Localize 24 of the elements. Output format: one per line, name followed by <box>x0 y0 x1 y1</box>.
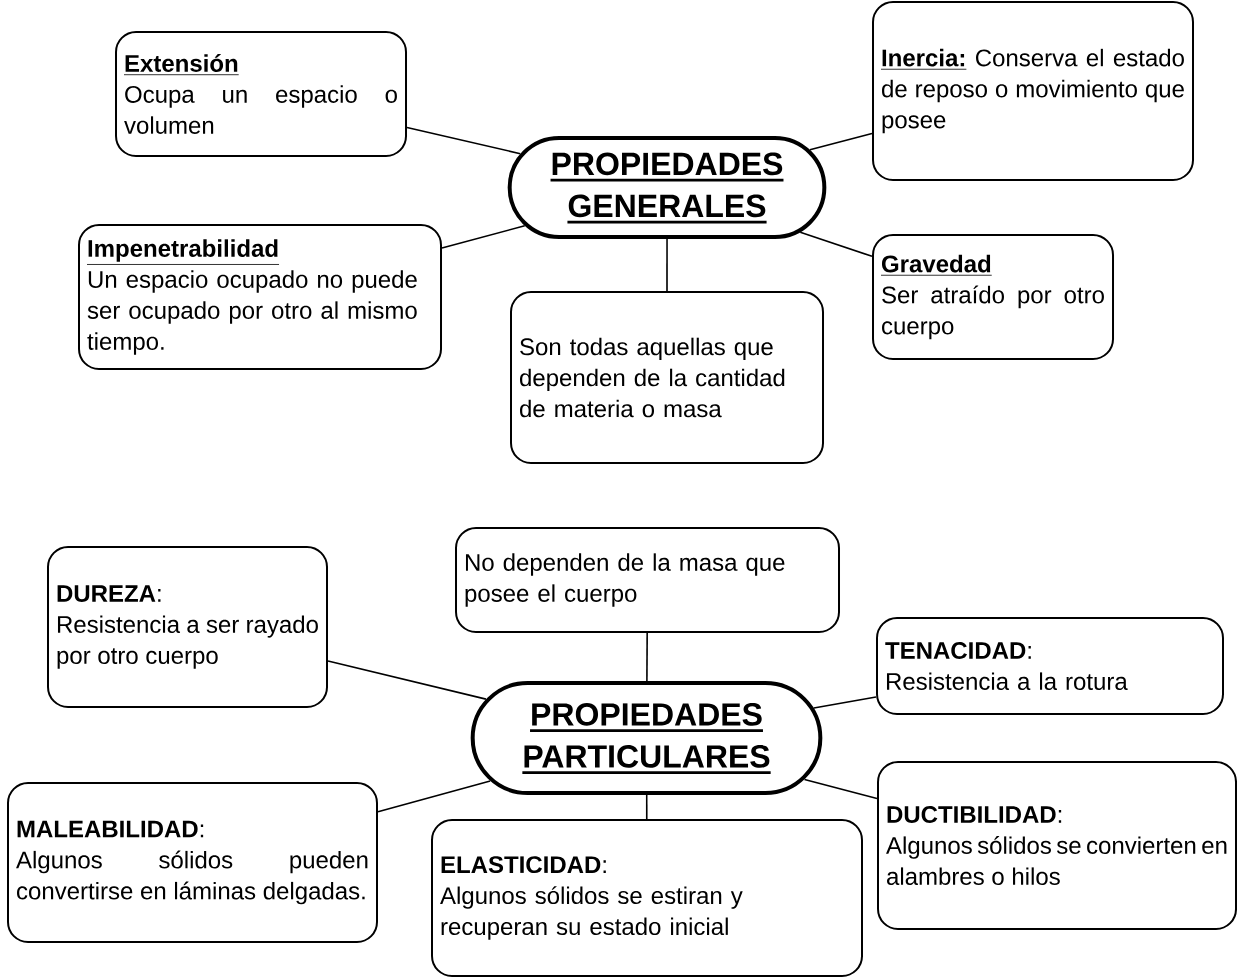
connector-line <box>813 696 877 709</box>
text-box: TENACIDAD: Resistencia a la rotura <box>876 617 1224 715</box>
title-box: PROPIEDADES GENERALES <box>507 136 827 239</box>
text-box: ELASTICIDAD: Algunos sólidos se estiran y recuperan su estado inicial <box>431 819 863 977</box>
text-box: MALEABILIDAD: Algunos sólidos pueden convertirse en láminas delgadas. <box>7 782 378 943</box>
connector-line <box>406 126 522 155</box>
connector-line <box>377 780 491 813</box>
connector-line <box>645 794 648 820</box>
text-box: No dependen de la masa que posee el cuerpo <box>455 527 840 633</box>
text-box: DUCTIBILIDAD: Algunos sólidos se convierten en alambres o hilos <box>877 761 1237 930</box>
connector-line <box>809 132 873 151</box>
connector-line <box>799 231 873 258</box>
connector-line <box>803 778 878 800</box>
text-box: Son todas aquellas que dependen de la cantidad de materia o masa <box>510 291 824 464</box>
connector-line <box>666 238 668 292</box>
title-box: PROPIEDADES PARTICULARES <box>470 681 823 795</box>
text-box: DUREZA: Resistencia a ser rayado por otro cuerpo <box>47 546 328 708</box>
text-box: Gravedad Ser atraído por otro cuerpo <box>872 234 1114 360</box>
connector-line <box>646 632 648 682</box>
text-box: Extensión Ocupa un espacio o volumen <box>115 31 407 157</box>
connector-line <box>441 225 526 249</box>
text-box: Impenetrabilidad Un espacio ocupado no puede ser ocupado por otro al mismo tiempo. <box>78 224 442 370</box>
connector-line <box>327 660 487 700</box>
text-box: Inercia: Conserva el estado de reposo o movimiento que posee <box>872 1 1194 181</box>
